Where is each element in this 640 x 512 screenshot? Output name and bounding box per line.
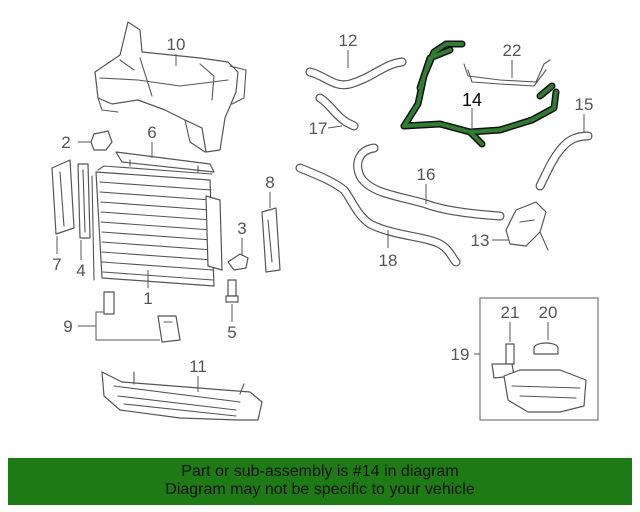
callout-4: 4: [76, 261, 85, 280]
part-10-front-end-support: [94, 21, 247, 153]
part-17-small-hose: [315, 93, 359, 131]
callout-18: 18: [379, 251, 398, 270]
callout-7: 7: [52, 255, 61, 274]
callout-3: 3: [237, 219, 246, 238]
callout-5: 5: [227, 323, 236, 342]
callout-6: 6: [147, 123, 156, 142]
part-7-side-seal: [51, 159, 75, 235]
part-5-sensor: [225, 279, 239, 303]
banner-line-disclaimer: Diagram may not be specific to your vehi…: [165, 481, 475, 498]
part-14-hose-assembly: [400, 40, 560, 148]
callout-21: 21: [501, 303, 520, 322]
part-1-radiator: [91, 165, 223, 287]
callout-22: 22: [503, 41, 522, 60]
callout-labels: 10 2 6 7 4 1 8 3 5 9 11 12 17 14 22 15 1…: [52, 31, 593, 376]
part-9-brackets: [103, 291, 181, 343]
part-20-cap: [533, 342, 559, 355]
part-16-hose: [353, 143, 505, 221]
callout-9: 9: [63, 317, 72, 336]
banner-line-part-info: Part or sub-assembly is #14 in diagram: [181, 463, 459, 480]
part-19-reservoir-group: [479, 297, 599, 421]
leader-lines: [56, 50, 585, 392]
part-11-lower-deflector: [101, 371, 263, 421]
exploded-parts-diagram: 10 2 6 7 4 1 8 3 5 9 11 12 17 14 22 15 1…: [51, 21, 599, 421]
callout-15: 15: [575, 95, 594, 114]
part-22-pipe: [463, 59, 551, 87]
callout-14: 14: [462, 90, 482, 110]
part-13-outlet-housing: [505, 201, 549, 251]
callout-20: 20: [539, 303, 558, 322]
info-banner: Part or sub-assembly is #14 in diagram D…: [8, 458, 632, 505]
callout-16: 16: [417, 165, 436, 184]
part-3-bracket: [227, 253, 249, 271]
callout-11: 11: [189, 357, 207, 376]
part-6-upper-bracket: [115, 151, 215, 173]
part-19-tank: [503, 369, 587, 413]
part-12-upper-hose: [305, 57, 407, 90]
callout-2: 2: [61, 133, 70, 152]
callout-19: 19: [451, 345, 470, 364]
part-18-long-hose: [295, 163, 461, 267]
part-2-cap: [90, 130, 113, 151]
part-15-hose: [535, 131, 593, 191]
part-8-side-seal: [261, 207, 281, 273]
callout-12: 12: [339, 31, 358, 50]
callout-1: 1: [143, 289, 152, 308]
callout-10: 10: [167, 35, 186, 54]
callout-13: 13: [471, 231, 490, 250]
callout-8: 8: [265, 173, 274, 192]
callout-17: 17: [309, 119, 328, 138]
part-4-side-bracket: [77, 163, 91, 239]
